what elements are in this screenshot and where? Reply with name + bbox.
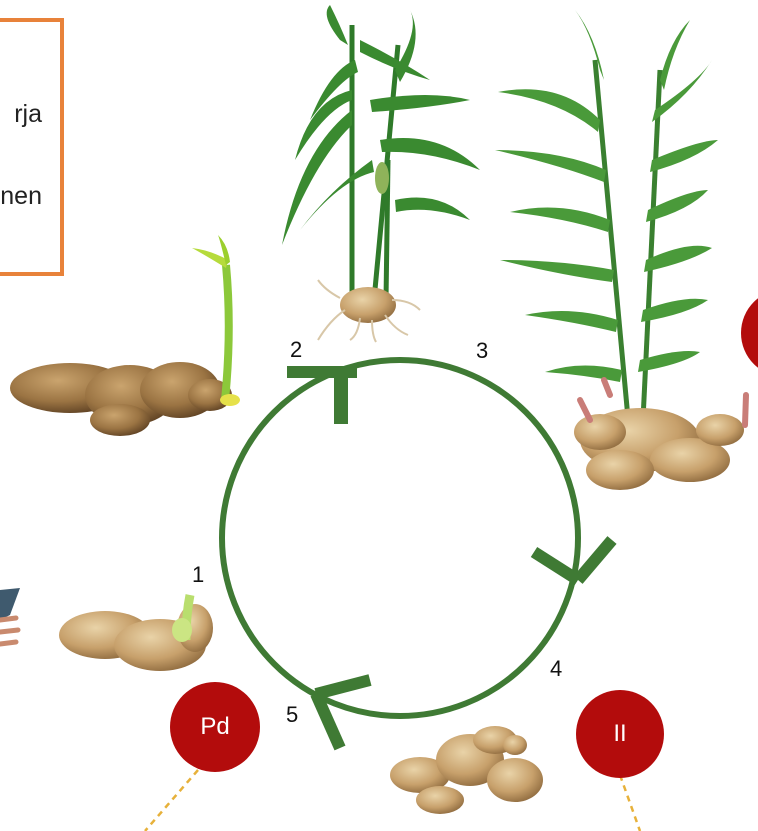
stage-label-5: 5: [286, 702, 298, 728]
seed-rhizome-image: [59, 595, 213, 671]
ii-badge: II: [576, 690, 664, 778]
partial-hand-image: [0, 588, 20, 644]
stage-label-4: 4: [550, 656, 562, 682]
arrow-right-icon: [534, 540, 612, 580]
partial-badge-right: [741, 289, 758, 377]
stage-label-2: 2: [290, 337, 302, 363]
stage-label-3: 3: [476, 338, 488, 364]
ii-badge-label: II: [613, 720, 626, 748]
pd-badge: Pd: [170, 682, 260, 772]
legend-line-3: nen: [0, 182, 42, 211]
legend-box: rja nen: [0, 18, 64, 276]
cycle-ring: [222, 360, 578, 716]
legend-line-1: rja: [14, 100, 42, 129]
pd-badge-label: Pd: [200, 713, 229, 741]
stage-label-1: 1: [192, 562, 204, 588]
harvested-rhizome-image: [390, 726, 543, 814]
young-plant-image: [282, 5, 480, 342]
